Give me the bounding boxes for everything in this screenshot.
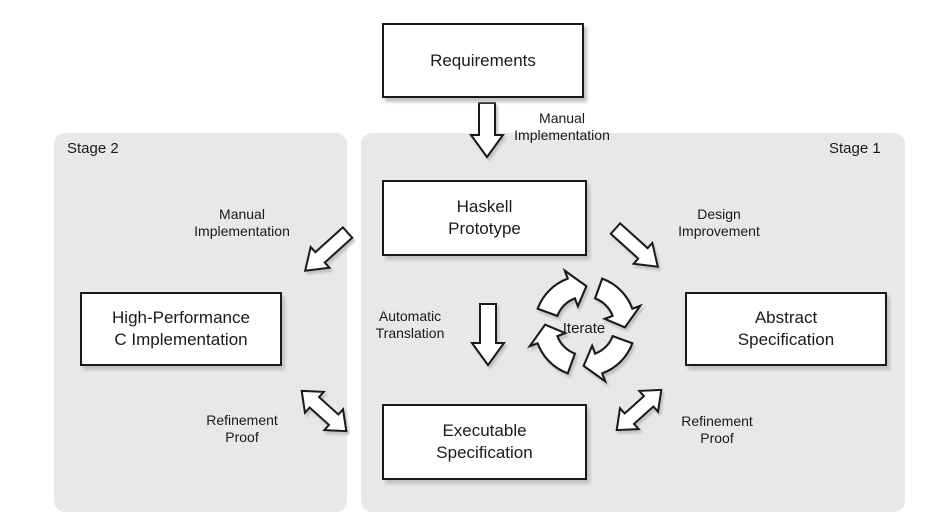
automatic-translation-label: Automatic Translation [375,308,445,341]
design-improvement-arrow-icon [609,221,660,268]
manual-implementation-arrow-icon [303,225,354,272]
abstract-specification-node-label-line2: Specification [737,330,835,349]
abstract-specification-node-label-line1: Abstract [754,308,818,327]
requirements-node: Requirements [382,23,584,98]
executable-specification-node-label-line1: Executable [442,421,527,440]
executable-specification-node-label-line2: Specification [436,443,533,462]
iterate-cycle-icon [528,267,642,383]
haskell-prototype-node-label-line1: Haskell [456,197,513,216]
refinement-proof-left-double-arrow-icon [300,389,348,433]
refinement-proof-left-label: Refinement Proof [206,412,278,445]
requirements-to-haskell-arrow-down-icon [469,102,505,159]
manual-implementation-stage2-label: Manual Implementation [194,206,290,239]
c-implementation-node-label-line1: High-Performance [112,308,250,327]
automatic-translation-arrow-down-icon [470,303,506,367]
stage1-label: Stage 1 [829,140,881,157]
haskell-prototype-node: Haskell Prototype [382,180,587,256]
c-implementation-node-label-line2: C Implementation [114,330,248,349]
refinement-proof-right-double-arrow-icon [615,388,663,432]
stage2-label: Stage 2 [67,140,119,157]
refinement-proof-right-label: Refinement Proof [681,413,753,446]
c-implementation-node: High-Performance C Implementation [80,292,282,366]
requirements-node-label: Requirements [430,50,536,70]
executable-specification-node: Executable Specification [382,404,587,480]
iterate-label: Iterate [562,320,606,337]
haskell-prototype-node-label-line2: Prototype [448,219,521,238]
manual-implementation-top-label: Manual Implementation [514,110,610,143]
design-improvement-label: Design Improvement [678,206,760,239]
abstract-specification-node: Abstract Specification [685,292,887,366]
